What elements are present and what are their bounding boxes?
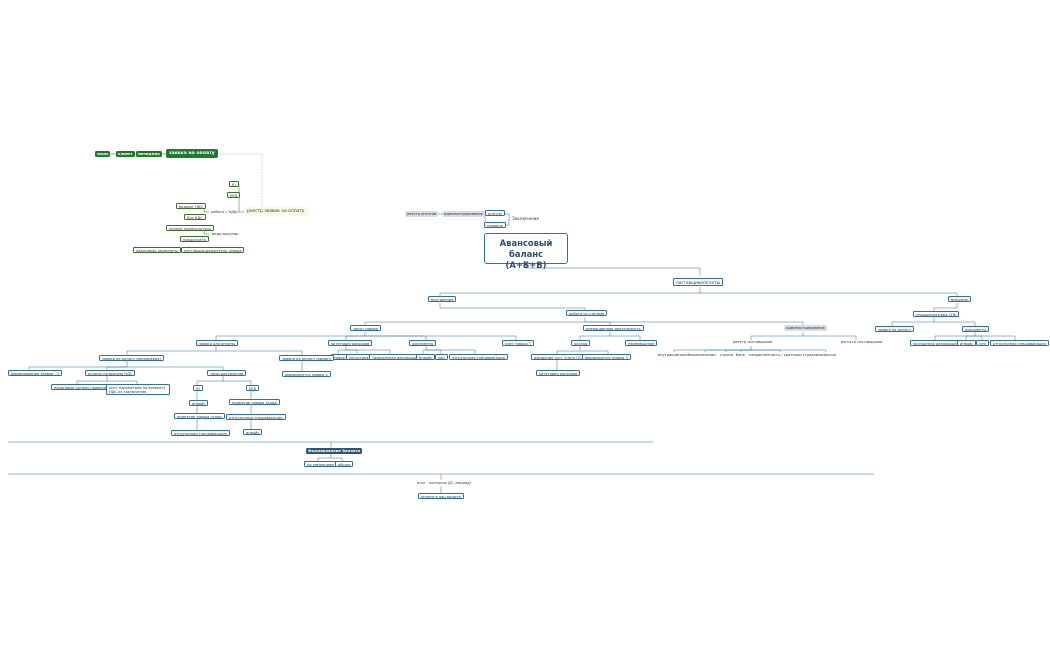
supplier-register-node[interactable]: регистр поставщиков <box>841 340 883 344</box>
external-node[interactable]: внешние <box>948 296 971 302</box>
green-leaf-yu[interactable]: Ю <box>229 181 239 187</box>
agents-node[interactable]: агенты <box>485 210 505 216</box>
payment-national-currency-node[interactable]: оплата в нац валюте <box>418 493 464 499</box>
vat-params-list-node[interactable]: лист параметров по возврату НДС из заклю… <box>106 384 170 395</box>
simple-spk-node[interactable]: упрощенная вед СПК <box>913 311 960 317</box>
reg-item-commission[interactable]: комиссия <box>818 353 836 357</box>
reg-item-companies[interactable]: компании <box>697 353 716 357</box>
right-doc-invoice[interactable]: инвойс <box>957 340 977 346</box>
reg-item-internal[interactable]: внутрикомпанийные <box>658 353 698 357</box>
invoice-node[interactable]: инвойс <box>189 400 209 406</box>
doc-item-shipping-spec[interactable]: отгрузочная спецификация <box>449 354 508 360</box>
shipping-spec-yu-node[interactable]: отгрузочная спецификация <box>171 430 230 436</box>
documents-left-node[interactable]: документы <box>409 340 437 346</box>
administration-right-node[interactable]: администрирование <box>784 325 827 331</box>
conclusion-node[interactable]: Заключение <box>512 216 540 221</box>
tax-check-node[interactable]: налоговые органы проверяют <box>51 384 115 390</box>
right-doc-shipping-spec[interactable]: отгрузочная спецификация <box>990 340 1049 346</box>
expense-category-node[interactable]: категория расходов <box>328 340 373 346</box>
receive-goods-ekb-node[interactable]: принятие товара склад <box>229 399 280 405</box>
chain-node-order[interactable]: заказ <box>95 151 111 157</box>
invoice-ekb-node[interactable]: инвойс <box>243 429 263 435</box>
by-companies-node[interactable]: по компаниям <box>304 461 337 467</box>
vat-work-node[interactable]: работа с НДС <box>211 210 237 214</box>
reg-item-country[interactable]: страна <box>720 353 734 357</box>
operational-activity-node[interactable]: операционная деятельность <box>583 325 644 331</box>
green-leaf-ekb[interactable]: ЕКБ <box>227 192 241 198</box>
full-nomenclature-node[interactable]: полная номенклатура <box>166 225 214 231</box>
expense-node[interactable]: расход <box>571 340 591 346</box>
receive-goods-yu-node[interactable]: принятие товара склад <box>174 413 225 419</box>
payment-type-node[interactable]: виды выкупа <box>212 232 237 236</box>
reg-item-bank[interactable]: банк <box>736 353 745 357</box>
transfers-node[interactable]: перемещение <box>625 340 658 346</box>
goods-purchase-node[interactable]: закуп товара <box>350 325 381 331</box>
ekb-node[interactable]: ЕКБ <box>246 385 260 391</box>
doc-types-node[interactable]: типы документов <box>207 370 247 376</box>
agent-register-node[interactable]: реестр агентов <box>405 211 439 217</box>
prepayment-node[interactable]: предоплата <box>180 236 209 242</box>
total-control-node[interactable]: итог - контроль ДС (период) <box>417 481 472 485</box>
no-vat-node[interactable]: Без НДС <box>184 214 206 220</box>
payment-request-admin-node[interactable]: заявки на оплату (админ) <box>279 355 335 361</box>
payment-request-right-node[interactable]: заявка на оплату <box>875 326 914 332</box>
general-node[interactable]: общая <box>335 461 354 467</box>
blue-connectors <box>8 211 1016 493</box>
supplier-holder-node[interactable]: поставщик/держатель товара <box>181 247 245 253</box>
doc-item-invoice[interactable]: инвойс <box>416 354 436 360</box>
doc-item-uar[interactable]: уар <box>435 354 448 360</box>
payment-request-list-node[interactable]: заявки на оплату (менеджера) <box>99 355 164 361</box>
right-doc-cmr[interactable]: cmr <box>976 340 989 346</box>
supplier-registry-node[interactable]: реестр поставщиков <box>733 340 773 344</box>
chain-node-manager[interactable]: менеджер <box>136 151 162 157</box>
internal-node[interactable]: внутренние <box>428 296 457 302</box>
goods-accounting-node[interactable]: учет товара Т <box>502 340 535 346</box>
documents-right-node[interactable]: документы <box>962 326 990 332</box>
root-advance-balance-node[interactable]: Авансовый баланс (А+Б+В) <box>484 233 568 270</box>
form-request-1-node[interactable]: формирование заявки - 1 <box>8 370 63 376</box>
administration-top-node[interactable]: администрирование <box>442 211 485 217</box>
payment-requests-node[interactable]: заявки для оплаты <box>196 340 239 346</box>
payment-vat-node[interactable]: оплаты на выкупы НДС <box>85 370 136 376</box>
vat-refund-node[interactable]: возврат НДС <box>176 203 207 209</box>
suppliers-agents-node[interactable]: поставщики/агенты <box>673 278 724 286</box>
work-with-invoices-node[interactable]: работа со счетами <box>566 310 608 316</box>
cost-item-logistics[interactable]: логистика <box>346 354 372 360</box>
registry-payment-requests-node[interactable]: реестр заявок на оплату <box>244 207 308 216</box>
shipping-specs-ekb-node[interactable]: отгрузочные спецификации <box>226 414 286 420</box>
balance-formation-node[interactable]: Формирование баланса <box>306 448 363 454</box>
reg-item-direction[interactable]: направленность / критерии страхов <box>749 353 818 357</box>
expense-category-center-node[interactable]: категория расходов <box>536 370 581 376</box>
advance-requisites-node[interactable]: Авансовые реквизиты <box>133 247 181 253</box>
payment-request-main-node[interactable]: заявка на оплату <box>166 149 218 158</box>
chain-node-client[interactable]: клиент <box>116 151 135 157</box>
form-request-3-node[interactable]: формируется заявка 3 <box>582 354 631 360</box>
cost-item-customs[interactable]: таможенная декларация <box>369 354 423 360</box>
right-doc-export-decl[interactable]: экспортная декларация <box>910 340 962 346</box>
yu-node[interactable]: Ю <box>193 385 203 391</box>
rules-node[interactable]: правила <box>484 222 506 228</box>
form-request-2-node[interactable]: формируется заявка 2 <box>282 371 331 377</box>
